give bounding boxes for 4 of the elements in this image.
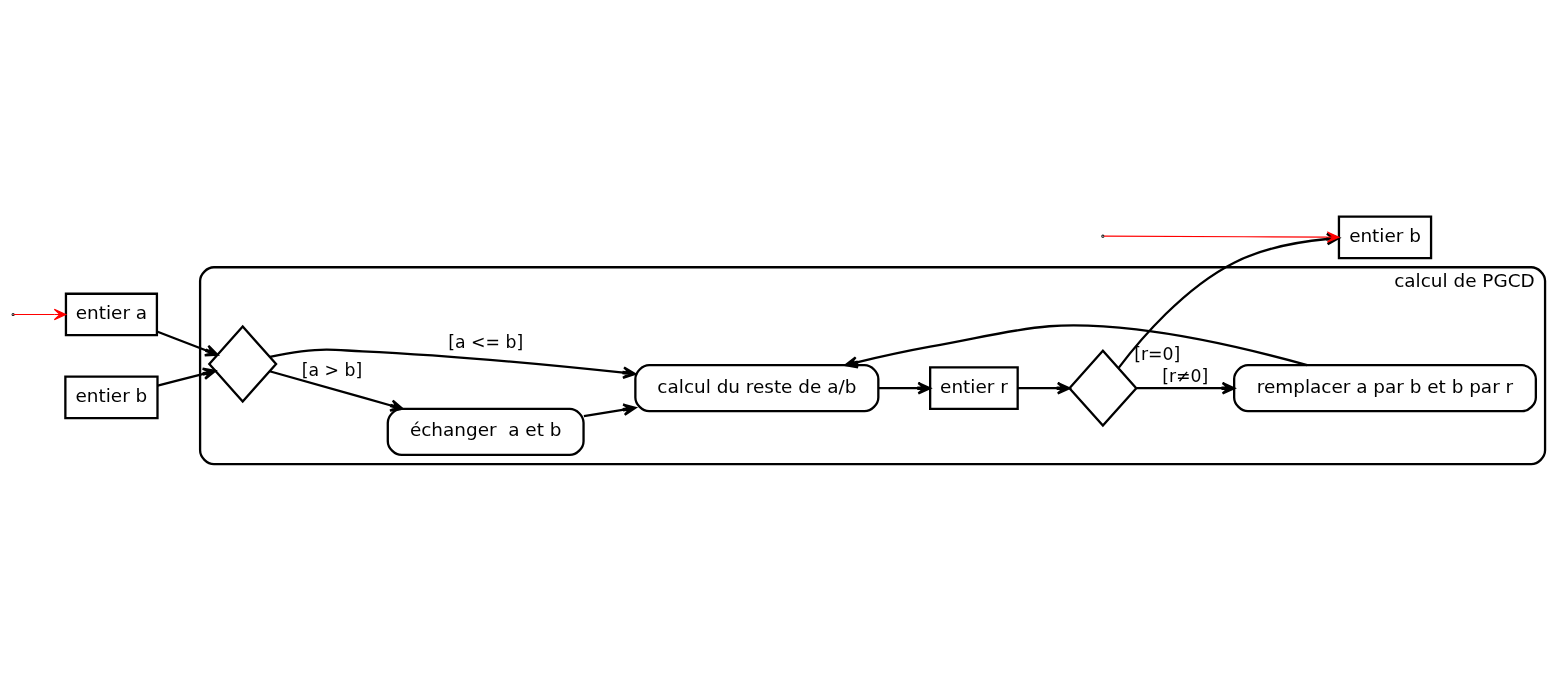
edge-label: [r=0] — [1134, 343, 1181, 364]
edge-label: [a <= b] — [448, 331, 524, 352]
edge-label: [a > b] — [301, 359, 363, 380]
edge-label: [r≠0] — [1162, 366, 1209, 387]
